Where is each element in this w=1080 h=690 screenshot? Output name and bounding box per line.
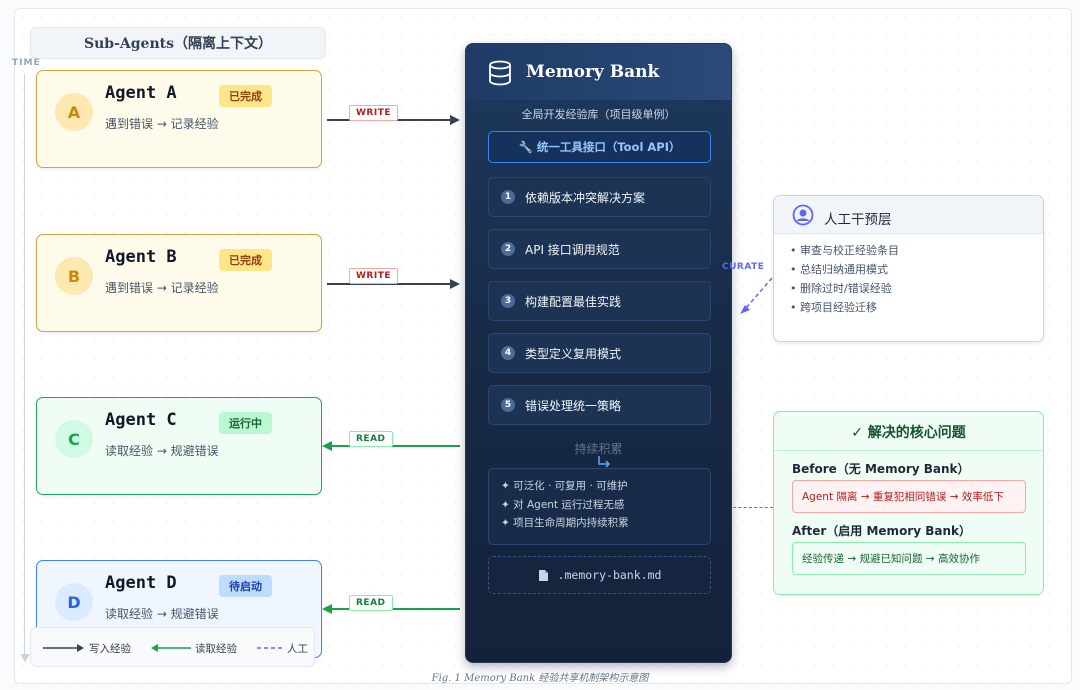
item-label: 依赖版本冲突解决方案 bbox=[525, 190, 646, 205]
time-axis-label: TIME bbox=[12, 58, 41, 68]
human-legend-line bbox=[257, 647, 285, 649]
legend-write: 写入经验 bbox=[89, 643, 131, 655]
agent-name: Agent B bbox=[105, 247, 177, 267]
tool-api-button[interactable]: 🔧 统一工具接口（Tool API） bbox=[488, 131, 711, 163]
item-number: 2 bbox=[501, 242, 515, 256]
status-badge: 已完成 bbox=[219, 85, 272, 107]
list-item: • 删除过时/错误经验 bbox=[790, 282, 892, 295]
after-box: 经验传递 → 规避已知问题 → 高效协作 bbox=[792, 542, 1026, 575]
sub-agents-header: Sub-Agents（隔离上下文） bbox=[30, 27, 326, 59]
agent-avatar: B bbox=[55, 257, 93, 295]
arrow-left-icon bbox=[322, 441, 332, 451]
memory-bank-header: Memory Bank bbox=[466, 44, 731, 100]
agent-card-b[interactable]: B Agent B 已完成 遇到错误 → 记录经验 bbox=[36, 234, 322, 332]
curate-connector bbox=[740, 277, 773, 314]
list-item: • 审查与校正经验条目 bbox=[790, 244, 899, 257]
memory-item-3[interactable]: 3 构建配置最佳实践 bbox=[488, 281, 711, 321]
item-label: 错误处理统一策略 bbox=[525, 398, 622, 413]
accumulate-label: 持续积累 bbox=[574, 442, 623, 456]
write-tag: WRITE bbox=[349, 268, 398, 284]
figure-caption: Fig. 1 Memory Bank 经验共享机制架构示意图 bbox=[431, 673, 649, 684]
memory-bank-subtitle: 全局开发经验库（项目级单例） bbox=[521, 108, 676, 121]
human-intervention-list: • 审查与校正经验条目 • 总结归纳通用模式 • 删除过时/错误经验 • 跨项目… bbox=[790, 241, 899, 317]
item-number: 3 bbox=[501, 294, 515, 308]
agent-name: Agent D bbox=[105, 573, 177, 593]
write-connector-b bbox=[327, 283, 451, 285]
memory-item-4[interactable]: 4 类型定义复用模式 bbox=[488, 333, 711, 373]
status-badge: 待启动 bbox=[219, 575, 272, 597]
arrow-right-icon bbox=[450, 279, 460, 289]
human-intervention-title: 人工干预层 bbox=[824, 212, 892, 228]
time-axis-line bbox=[24, 74, 25, 656]
list-item: • 总结归纳通用模式 bbox=[790, 263, 888, 276]
memory-bank-features: ✦ 可泛化 · 可复用 · 可维护 ✦ 对 Agent 运行过程无感 ✦ 项目生… bbox=[488, 468, 711, 545]
write-tag: WRITE bbox=[349, 105, 398, 121]
read-tag: READ bbox=[349, 431, 393, 447]
agent-avatar: D bbox=[55, 583, 93, 621]
divider bbox=[774, 450, 1043, 451]
memory-item-1[interactable]: 1 依赖版本冲突解决方案 bbox=[488, 177, 711, 217]
item-label: 构建配置最佳实践 bbox=[525, 294, 622, 309]
item-number: 1 bbox=[501, 190, 515, 204]
agent-avatar: C bbox=[55, 420, 93, 458]
item-label: API 接口调用规范 bbox=[525, 242, 620, 257]
user-icon bbox=[792, 204, 814, 226]
legend-read: 读取经验 bbox=[195, 643, 237, 655]
human-intervention-card: 人工干预层 • 审查与校正经验条目 • 总结归纳通用模式 • 删除过时/错误经验… bbox=[773, 195, 1044, 342]
agent-name: Agent C bbox=[105, 410, 177, 430]
memory-bank-file[interactable]: .memory-bank.md bbox=[488, 556, 711, 594]
memory-bank-panel: Memory Bank 全局开发经验库（项目级单例） 🔧 统一工具接口（Tool… bbox=[465, 43, 732, 663]
file-name: .memory-bank.md bbox=[557, 568, 662, 582]
status-badge: 运行中 bbox=[219, 412, 272, 434]
before-box: Agent 隔离 → 重复犯相同错误 → 效率低下 bbox=[792, 480, 1026, 513]
core-problem-title: ✓ 解决的核心问题 bbox=[851, 425, 966, 441]
read-legend-arrow bbox=[151, 644, 191, 652]
read-connector-d bbox=[332, 608, 460, 610]
agent-name: Agent A bbox=[105, 83, 177, 103]
time-axis-arrow bbox=[20, 654, 30, 662]
core-problem-card: ✓ 解决的核心问题 Before（无 Memory Bank） Agent 隔离… bbox=[773, 411, 1044, 595]
legend-human: 人工 bbox=[287, 643, 308, 655]
feature-item: ✦ 可泛化 · 可复用 · 可维护 bbox=[501, 480, 628, 492]
legend: 写入经验 读取经验 人工 bbox=[30, 627, 315, 667]
memory-item-5[interactable]: 5 错误处理统一策略 bbox=[488, 385, 711, 425]
agent-avatar: A bbox=[55, 93, 93, 131]
memory-bank-title: Memory Bank bbox=[526, 62, 660, 82]
human-intervention-header: 人工干预层 bbox=[774, 196, 1043, 234]
status-badge: 已完成 bbox=[219, 249, 272, 271]
agent-description: 遇到错误 → 记录经验 bbox=[105, 117, 219, 131]
core-connector bbox=[733, 507, 773, 508]
item-number: 5 bbox=[501, 398, 515, 412]
return-arrow-icon bbox=[598, 456, 611, 468]
read-connector-c bbox=[332, 445, 460, 447]
before-label: Before（无 Memory Bank） bbox=[792, 462, 970, 476]
arrow-left-icon bbox=[322, 604, 332, 614]
read-tag: READ bbox=[349, 595, 393, 611]
feature-item: ✦ 对 Agent 运行过程无感 bbox=[501, 498, 625, 511]
item-number: 4 bbox=[501, 346, 515, 360]
memory-item-2[interactable]: 2 API 接口调用规范 bbox=[488, 229, 711, 269]
agent-card-a[interactable]: A Agent A 已完成 遇到错误 → 记录经验 bbox=[36, 70, 322, 168]
database-icon bbox=[489, 60, 511, 86]
feature-item: ✦ 项目生命周期内持续积累 bbox=[501, 517, 629, 529]
after-label: After（启用 Memory Bank） bbox=[792, 524, 971, 538]
item-label: 类型定义复用模式 bbox=[525, 346, 622, 361]
list-item: • 跨项目经验迁移 bbox=[790, 301, 877, 314]
file-icon bbox=[538, 569, 548, 581]
agent-card-c[interactable]: C Agent C 运行中 读取经验 → 规避错误 bbox=[36, 397, 322, 495]
agent-description: 读取经验 → 规避错误 bbox=[105, 444, 219, 458]
arrow-right-icon bbox=[450, 115, 460, 125]
write-legend-arrow bbox=[43, 644, 84, 652]
curate-tag: CURATE bbox=[722, 262, 765, 272]
agent-description: 遇到错误 → 记录经验 bbox=[105, 281, 219, 295]
agent-description: 读取经验 → 规避错误 bbox=[105, 607, 219, 621]
